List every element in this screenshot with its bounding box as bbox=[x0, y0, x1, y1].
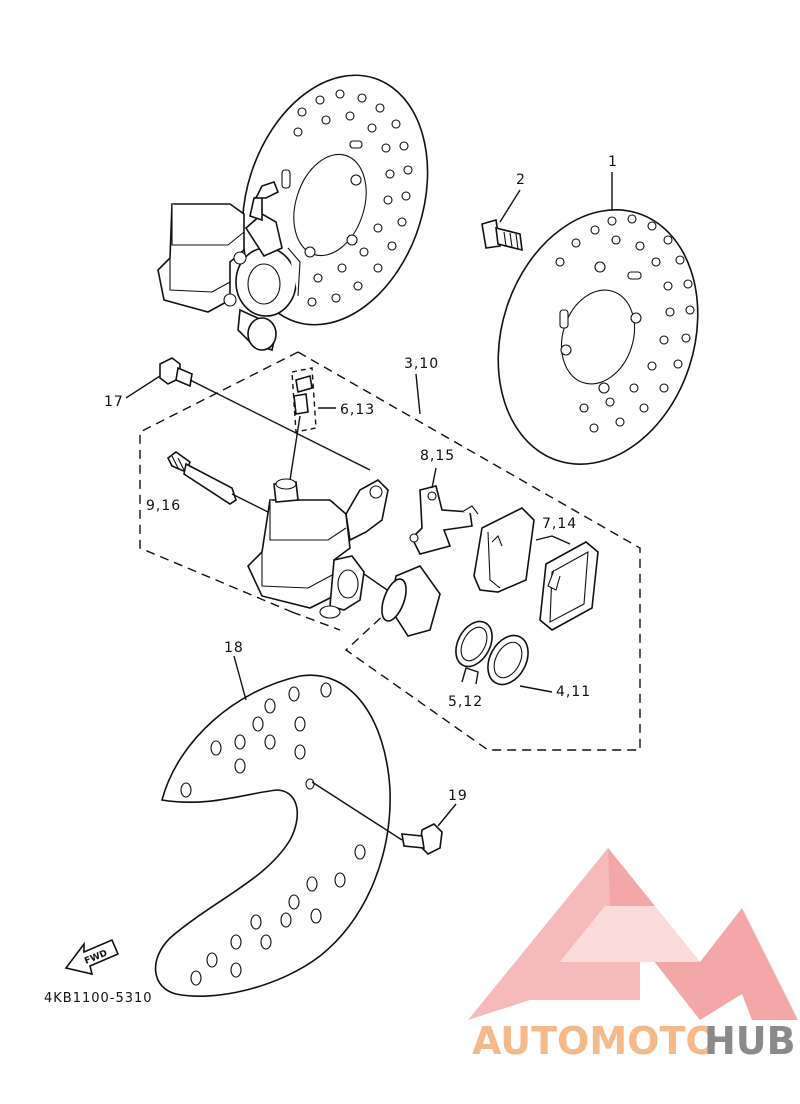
callout-1: 1 bbox=[608, 154, 618, 170]
callout-9-16: 9,16 bbox=[146, 498, 181, 514]
caliper-piston-part bbox=[381, 565, 441, 637]
callout-7-14: 7,14 bbox=[542, 516, 577, 532]
disc-bolt-part bbox=[481, 189, 523, 252]
fwd-arrow-icon: FWD bbox=[64, 938, 120, 976]
assembled-caliper bbox=[157, 181, 301, 352]
callout-6-13: 6,13 bbox=[340, 402, 375, 418]
pad-spring-part bbox=[409, 467, 479, 555]
caliper-assembly-outline bbox=[139, 351, 641, 751]
callout-4-11: 4,11 bbox=[556, 684, 591, 700]
callout-3-10: 3,10 bbox=[404, 356, 439, 372]
piston-seals-part bbox=[455, 620, 553, 693]
disc-guard-part bbox=[154, 655, 391, 997]
brake-pads-part bbox=[473, 507, 599, 631]
callout-8-15: 8,15 bbox=[420, 448, 455, 464]
callout-5-12: 5,12 bbox=[448, 694, 483, 710]
part-code: 4KB1100-5310 bbox=[44, 991, 153, 1006]
guard-bolt-part bbox=[311, 781, 457, 855]
brake-disc-part bbox=[497, 172, 699, 465]
bleed-screw-part bbox=[289, 367, 336, 481]
caliper-pin-part bbox=[166, 451, 269, 513]
caliper-bolt-17 bbox=[125, 357, 371, 471]
watermark-logo bbox=[468, 848, 798, 1020]
callout-18: 18 bbox=[224, 640, 244, 656]
callout-19: 19 bbox=[448, 788, 468, 804]
callout-17: 17 bbox=[104, 394, 124, 410]
callout-2: 2 bbox=[516, 172, 526, 188]
watermark-brand-automoto: AUTOMOTO bbox=[472, 1019, 718, 1063]
watermark-brand-hub: HUB bbox=[704, 1019, 796, 1063]
brake-caliper-body bbox=[247, 478, 391, 619]
